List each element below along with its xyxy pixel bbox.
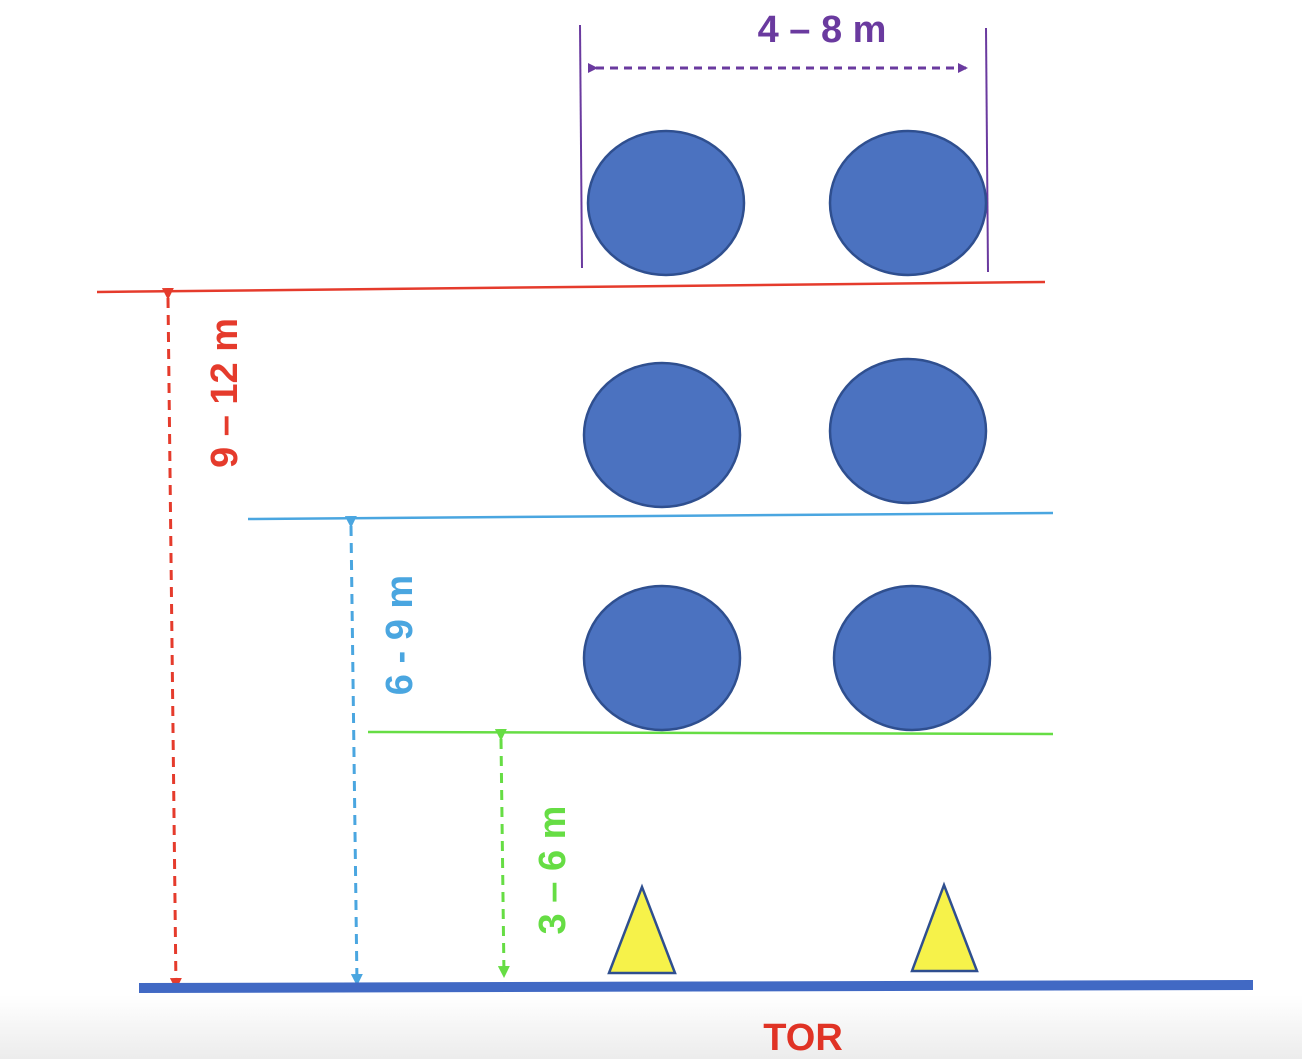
player-icon xyxy=(832,584,992,732)
blue-dimension: 6 - 9 m xyxy=(344,515,421,986)
cone-icon xyxy=(910,881,979,973)
cone-icon xyxy=(607,883,677,975)
width-guide-right xyxy=(985,27,989,273)
player-row-bottom xyxy=(582,584,992,732)
blue-distance-label: 6 - 9 m xyxy=(379,575,421,695)
width-label: 4 – 8 m xyxy=(758,9,887,51)
width-guide-left xyxy=(579,24,583,269)
width-dimension: 4 – 8 m xyxy=(579,9,989,273)
green-distance-line xyxy=(367,730,1054,736)
red-distance-line xyxy=(96,280,1046,294)
red-dimension: 9 – 12 m xyxy=(161,287,246,990)
player-row-top xyxy=(586,129,988,277)
red-distance-label: 9 – 12 m xyxy=(204,318,246,468)
green-distance-label: 3 – 6 m xyxy=(532,806,574,935)
green-arrow xyxy=(494,728,510,978)
green-dimension: 3 – 6 m xyxy=(494,728,574,978)
player-icon xyxy=(828,129,988,277)
blue-arrow xyxy=(344,515,363,986)
player-icon xyxy=(582,361,742,509)
goal-line xyxy=(138,980,1254,993)
bottom-fade xyxy=(0,995,1302,1059)
blue-distance-line xyxy=(247,511,1054,521)
red-arrow xyxy=(161,287,182,990)
player-icon xyxy=(586,129,746,277)
goal-label: TOR xyxy=(763,1017,843,1059)
player-row-middle xyxy=(582,357,988,509)
player-icon xyxy=(582,584,742,732)
player-icon xyxy=(828,357,988,505)
